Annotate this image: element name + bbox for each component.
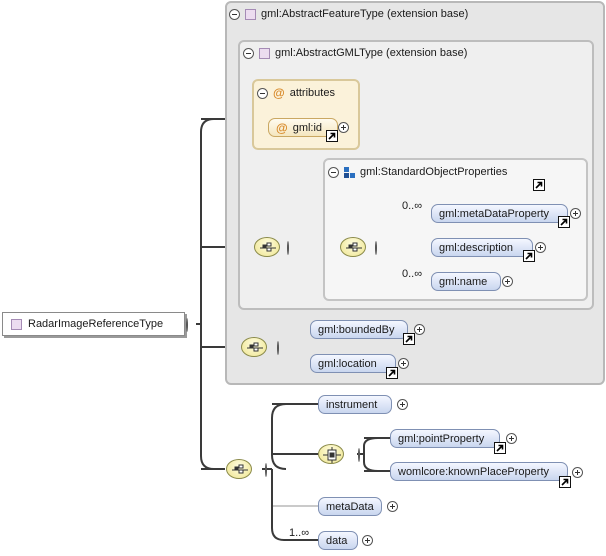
expand-icon[interactable] <box>362 535 373 546</box>
sequence-compositor-icon[interactable] <box>340 237 366 257</box>
group-icon <box>344 166 355 178</box>
occurrence-label: 0..∞ <box>402 268 423 280</box>
extension-abstract-feature-type-header: gml:AbstractFeatureType (extension base) <box>229 8 468 20</box>
collapse-icon[interactable] <box>375 241 377 255</box>
expand-icon[interactable] <box>570 208 581 219</box>
sequence-compositor-icon[interactable] <box>254 237 280 257</box>
element-label: gml:name <box>439 275 488 288</box>
collapse-icon[interactable] <box>265 463 267 477</box>
element-label: gml:pointProperty <box>398 432 485 445</box>
occurrence-label: 0..∞ <box>402 200 423 212</box>
root-collapse-icon[interactable] <box>186 318 188 332</box>
reference-arrow-icon[interactable] <box>403 333 415 345</box>
expand-icon[interactable] <box>506 433 517 444</box>
attribute-icon: @ <box>276 120 288 135</box>
element-womlcore-knownplaceproperty[interactable]: womlcore:knownPlaceProperty <box>390 462 568 481</box>
collapse-icon[interactable] <box>328 166 339 178</box>
expand-icon[interactable] <box>387 501 398 512</box>
element-gml-location[interactable]: gml:location <box>310 354 396 373</box>
reference-arrow-icon[interactable] <box>494 442 506 454</box>
reference-arrow-icon[interactable] <box>386 367 398 379</box>
sequence-compositor-icon[interactable] <box>241 337 267 357</box>
reference-arrow-icon[interactable] <box>533 179 545 191</box>
element-label: instrument <box>326 398 378 411</box>
choice-compositor-icon[interactable] <box>318 444 344 464</box>
collapse-icon[interactable] <box>229 8 240 20</box>
occurrence-label: 1..∞ <box>289 527 310 539</box>
expand-icon[interactable] <box>338 122 349 133</box>
element-label: metaData <box>326 500 374 513</box>
element-label: data <box>326 534 348 547</box>
extension-abstract-gml-type-header: gml:AbstractGMLType (extension base) <box>243 47 467 59</box>
collapse-icon[interactable] <box>358 448 360 462</box>
element-metadata[interactable]: metaData <box>318 497 382 516</box>
complex-type-icon <box>259 47 270 59</box>
element-label: gml:description <box>439 241 513 254</box>
element-label: gml:metaDataProperty <box>439 207 550 220</box>
collapse-icon[interactable] <box>257 87 268 99</box>
collapse-icon[interactable] <box>287 241 289 255</box>
element-gml-pointproperty[interactable]: gml:pointProperty <box>390 429 500 448</box>
attributes-header: @ attributes <box>257 86 335 100</box>
reference-arrow-icon[interactable] <box>326 130 338 142</box>
expand-icon[interactable] <box>414 324 425 335</box>
element-data[interactable]: data <box>318 531 358 550</box>
element-label: gml:boundedBy <box>318 323 395 336</box>
element-gml-name[interactable]: gml:name <box>431 272 501 291</box>
group-label: gml:StandardObjectProperties <box>360 166 508 178</box>
element-label: womlcore:knownPlaceProperty <box>398 465 550 478</box>
element-gml-boundedby[interactable]: gml:boundedBy <box>310 320 408 339</box>
expand-icon[interactable] <box>572 467 583 478</box>
attribute-gml-id-label: gml:id <box>292 121 323 134</box>
complex-type-icon <box>245 8 256 20</box>
attributes-label: attributes <box>289 87 335 99</box>
root-type-radar-image-reference[interactable]: RadarImageReferenceType <box>2 312 185 336</box>
collapse-icon[interactable] <box>243 47 254 59</box>
complex-type-icon <box>11 318 22 330</box>
extension-abstract-feature-type-label: gml:AbstractFeatureType (extension base) <box>261 8 469 20</box>
attribute-icon: @ <box>273 86 285 100</box>
expand-icon[interactable] <box>398 358 409 369</box>
expand-icon[interactable] <box>502 276 513 287</box>
reference-arrow-icon[interactable] <box>559 476 571 488</box>
element-instrument[interactable]: instrument <box>318 395 392 414</box>
root-type-label: RadarImageReferenceType <box>28 318 164 330</box>
element-gml-description[interactable]: gml:description <box>431 238 533 257</box>
element-label: gml:location <box>318 357 377 370</box>
expand-icon[interactable] <box>397 399 408 410</box>
attribute-gml-id[interactable]: @ gml:id <box>268 118 338 137</box>
extension-abstract-gml-type-label: gml:AbstractGMLType (extension base) <box>275 47 468 59</box>
expand-icon[interactable] <box>535 242 546 253</box>
sequence-compositor-icon[interactable] <box>226 459 252 479</box>
reference-arrow-icon[interactable] <box>523 250 535 262</box>
collapse-icon[interactable] <box>277 341 279 355</box>
group-header: gml:StandardObjectProperties <box>328 166 507 178</box>
element-gml-metadataproperty[interactable]: gml:metaDataProperty <box>431 204 568 223</box>
attributes-box <box>252 79 360 150</box>
reference-arrow-icon[interactable] <box>558 216 570 228</box>
